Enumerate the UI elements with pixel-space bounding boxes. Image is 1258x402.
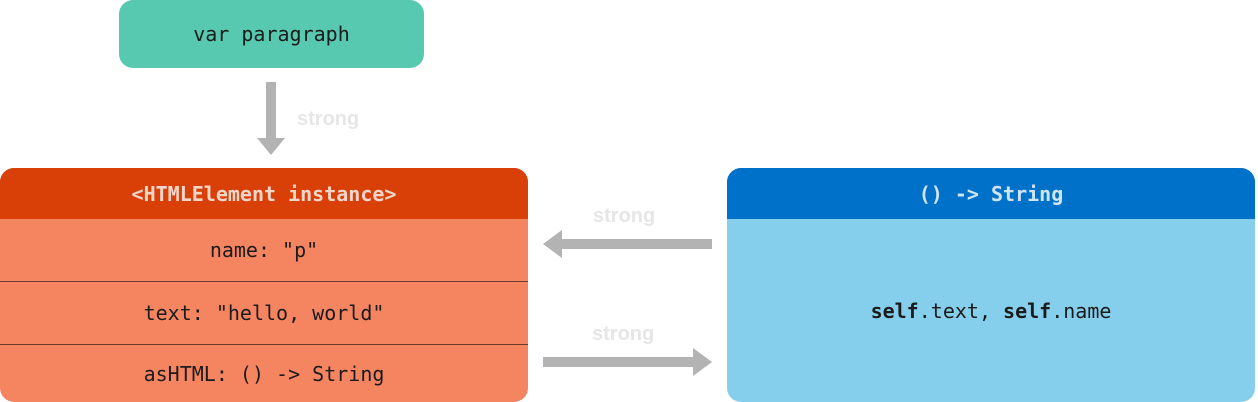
- closure-node: () -> String self.text, self.name: [727, 168, 1255, 402]
- arrow-closure-to-instance: [543, 230, 712, 258]
- capture-self-keyword: self: [870, 298, 919, 323]
- instance-row-name: name: "p": [0, 219, 528, 282]
- htmlelement-instance-node: <HTMLElement instance> name: "p" text: "…: [0, 168, 528, 402]
- edge-label-var-to-instance: strong: [297, 108, 360, 130]
- instance-title: <HTMLElement instance>: [0, 168, 528, 219]
- variable-label: var paragraph: [193, 22, 350, 46]
- capture-name: .name: [1051, 298, 1112, 323]
- closure-title: () -> String: [727, 168, 1255, 219]
- variable-node: var paragraph: [119, 0, 424, 68]
- instance-row-ashtml: asHTML: () -> String: [143, 362, 385, 386]
- instance-row-text: text: "hello, world": [0, 282, 528, 345]
- arrow-instance-to-closure: [543, 348, 712, 376]
- capture-self-keyword: self: [1003, 298, 1052, 323]
- arrow-var-to-instance: [257, 82, 285, 155]
- capture-text: .text,: [918, 298, 1004, 323]
- closure-captures: self.text, self.name: [727, 219, 1255, 402]
- edge-label-instance-to-closure: strong: [592, 323, 655, 345]
- edge-label-closure-to-instance: strong: [593, 205, 656, 227]
